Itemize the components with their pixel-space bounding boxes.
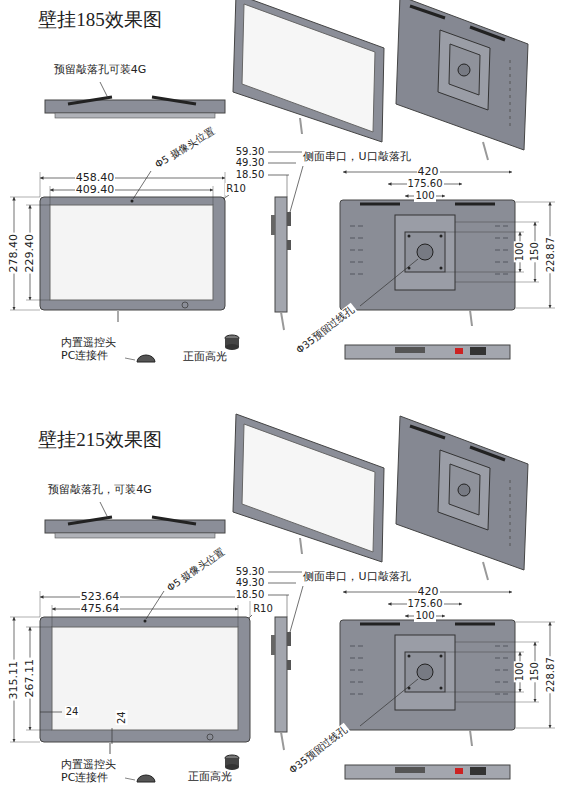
dimension-label: 229.40 xyxy=(24,233,37,274)
dimension-label: 150 xyxy=(529,661,541,682)
front-view-185-part xyxy=(50,186,51,205)
part-label: 内置遥控头 PC连接件 xyxy=(60,337,124,362)
dimension-label: 24 xyxy=(65,706,80,718)
dimension-label: 150 xyxy=(529,241,541,262)
front-view-185-part xyxy=(50,205,213,300)
dimension-label: 175.60 xyxy=(407,598,444,610)
note-label: 预留敲落孔可装4G xyxy=(53,64,148,77)
note-label: 预留敲落孔，可装4G xyxy=(47,484,153,497)
dimension-label: 409.40 xyxy=(75,184,116,197)
dimension-label: 100 xyxy=(414,190,435,202)
front-view-185-part xyxy=(10,310,40,311)
dimension-label: 458.40 xyxy=(75,172,116,185)
dimension-label: 59.30 xyxy=(235,146,266,158)
hole-label: Φ35预留过线孔 xyxy=(286,723,350,777)
dimension-label: 278.40 xyxy=(8,233,21,274)
front-view-215-part xyxy=(10,617,40,618)
dimension-label: 100 xyxy=(514,241,526,262)
front-view-185-part xyxy=(26,205,50,206)
front-view-215-part xyxy=(40,597,250,598)
part-label: 内置遥控头 PC连接件 xyxy=(60,759,124,784)
dimension-label: 523.64 xyxy=(80,591,121,604)
front-view-215-part xyxy=(40,617,250,742)
port-label: 侧面串口，U口敲落孔 xyxy=(302,151,411,164)
dimension-label: 315.11 xyxy=(8,660,21,701)
port-label: 侧面串口，U口敲落孔 xyxy=(302,571,411,584)
front-view-215-part xyxy=(26,730,52,731)
front-view-185-part xyxy=(223,195,229,199)
dimension-label: 18.50 xyxy=(235,169,266,181)
front-view-215-part xyxy=(238,605,239,627)
camera-label: Φ5 摄像头位置 xyxy=(153,125,218,172)
front-view-215-part xyxy=(109,742,111,754)
front-view-185-part xyxy=(26,300,50,301)
front-view-185-part xyxy=(131,200,134,203)
front-view-185-part xyxy=(213,186,214,205)
front-view-215-part xyxy=(40,591,41,617)
dimension-label: 100 xyxy=(414,610,435,622)
front-view-185-part xyxy=(133,171,151,199)
dimension-label: 24 xyxy=(115,711,127,726)
dimension-label: 18.50 xyxy=(235,589,266,601)
part-label: 正面高光 xyxy=(187,771,233,784)
dimension-label: 49.30 xyxy=(235,157,266,169)
front-view-215 xyxy=(10,591,255,754)
front-view-185 xyxy=(10,171,229,322)
front-view-185-part xyxy=(117,310,119,322)
dimension-label: 228.87 xyxy=(544,237,556,274)
dimension-label: 420 xyxy=(417,166,440,179)
dimension-label: 475.64 xyxy=(80,603,121,616)
dimension-label: 267.11 xyxy=(24,658,37,699)
front-view-215-part xyxy=(144,620,147,623)
section-title: 壁挂215效果图 xyxy=(37,429,163,451)
dimension-label: 175.60 xyxy=(407,178,444,190)
front-view-215-part xyxy=(112,728,113,744)
dimension-label: 228.87 xyxy=(544,657,556,694)
dimension-label: 59.30 xyxy=(235,566,266,578)
front-view-215-part xyxy=(10,742,40,743)
front-view-215-part xyxy=(40,712,62,713)
dimension-label: 49.30 xyxy=(235,577,266,589)
front-view-185-part xyxy=(182,302,188,308)
radius-label: R10 xyxy=(252,603,274,615)
dimension-label: 420 xyxy=(417,586,440,599)
dimension-label: 100 xyxy=(514,661,526,682)
radius-label: R10 xyxy=(225,183,247,195)
part-label: 正面高光 xyxy=(182,351,228,364)
front-view-215-part xyxy=(26,627,52,628)
front-view-185-part xyxy=(10,197,40,198)
front-view-215-part xyxy=(52,605,53,627)
front-view-215-part xyxy=(207,734,213,740)
front-view-185-part xyxy=(40,172,41,197)
section-215-views xyxy=(45,414,555,782)
front-view-185-part xyxy=(40,178,225,179)
front-view-215-part xyxy=(52,627,238,730)
camera-label: Φ5 摄像头位置 xyxy=(164,545,227,594)
front-view-185-part xyxy=(40,197,225,310)
section-title: 壁挂185效果图 xyxy=(37,9,163,31)
front-view-215-part xyxy=(146,591,164,619)
